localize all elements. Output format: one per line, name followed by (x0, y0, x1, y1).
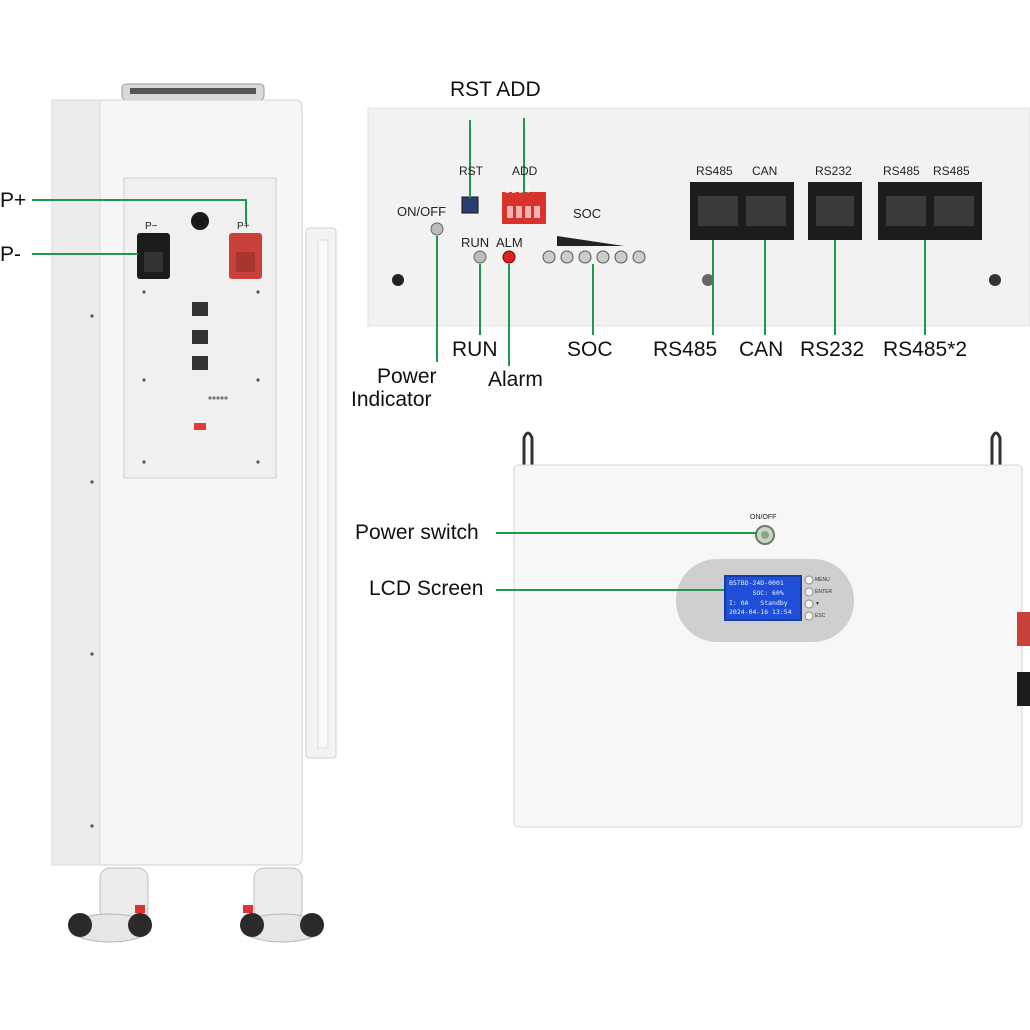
panel-label-port-can: CAN (752, 164, 778, 178)
callout-rs232: RS232 (800, 338, 865, 361)
lcd-buttons (804, 575, 814, 621)
lcd-line-1: BSTBD-24D-0001 (729, 579, 784, 587)
p-plus-terminal-core (236, 252, 255, 272)
front-label-p-plus: P+ (237, 221, 250, 232)
callout-p-minus: P- (0, 243, 21, 266)
panel-label-alm: ALM (496, 235, 523, 250)
lcd-button-enter-label: ENTER (815, 589, 832, 595)
wall-hook-left (522, 431, 534, 465)
callout-soc: SOC (567, 338, 613, 361)
soc-leds (542, 250, 646, 264)
lcd-line-4: 2024-04-16 13:54 (729, 608, 792, 617)
soc-wedge (557, 236, 624, 246)
wall-terminal-black (1017, 672, 1030, 706)
tower-soc-leds (208, 396, 228, 400)
alarm-led (502, 250, 516, 264)
callout-alarm: Alarm (488, 368, 543, 391)
callout-can: CAN (739, 338, 784, 361)
wall-battery (513, 431, 1030, 828)
callout-rs485x2: RS485*2 (883, 338, 968, 361)
tower-port-1 (192, 302, 208, 316)
callout-run: RUN (452, 338, 498, 361)
lcd-line-2: SOC: 60% (729, 588, 784, 597)
handle-grip (130, 88, 256, 94)
panel-screw-right (989, 274, 1001, 286)
port-rs485-double-block (878, 182, 982, 240)
line-p-plus (32, 199, 247, 224)
panel-label-port-rs485-a: RS485 (696, 164, 733, 178)
panel-label-run: RUN (461, 235, 490, 250)
callout-lcd-screen: LCD Screen (369, 577, 484, 600)
panel-label-port-rs485-c: RS485 (933, 164, 970, 178)
tower-screws (90, 290, 260, 828)
power-switch-center (761, 531, 769, 539)
port-rs232-block (808, 182, 862, 240)
dip-levers (507, 206, 540, 218)
front-label-p-minus: P− (145, 221, 158, 232)
tower-wheel-left (68, 867, 152, 943)
callout-power-indicator-line2: Indicator (351, 388, 432, 411)
panel-label-dip-numbers: 1 2 3 4 (505, 186, 530, 195)
panel-label-add: ADD (512, 164, 538, 178)
callout-power-switch: Power switch (355, 521, 479, 544)
interface-panel (367, 107, 1030, 327)
lcd-button-esc-label: ESC (815, 613, 826, 619)
callout-power-indicator-line1: Power (377, 365, 437, 388)
port-rs485-can-block (690, 182, 794, 240)
lcd-screen: BSTBD-24D-0001 SOC: 60% I: 0A Standby 20… (726, 577, 800, 619)
tower-wheel-right (240, 867, 324, 943)
wall-label-on-off: ON/OFF (750, 514, 777, 521)
panel-label-on-off: ON/OFF (397, 204, 447, 219)
wall-bracket-inner (317, 239, 329, 749)
panel-screw-mid (702, 274, 714, 286)
callout-rst-add: RST ADD (450, 78, 541, 101)
run-led (473, 250, 487, 264)
callout-p-plus: P+ (0, 189, 27, 212)
tower-port-2 (192, 330, 208, 344)
p-minus-terminal-core (144, 252, 163, 272)
power-indicator-led (430, 222, 444, 236)
lcd-line-3: I: 0A Standby (729, 598, 788, 607)
rst-button (461, 196, 479, 214)
tower-port-3 (192, 356, 208, 370)
lcd-button-menu-label: MENU (815, 577, 830, 583)
panel-label-rst: RST (459, 164, 483, 178)
wall-hook-right (990, 431, 1002, 465)
lcd-button-down-label: ▼ (815, 601, 820, 607)
panel-label-soc: SOC (573, 206, 602, 221)
wall-terminal-red (1017, 612, 1030, 646)
tower-breaker-knob (191, 212, 209, 230)
tower-dip (194, 423, 206, 430)
panel-screw-left (392, 274, 404, 286)
panel-label-port-rs485-b: RS485 (883, 164, 920, 178)
callout-rs485: RS485 (653, 338, 718, 361)
tower-battery (51, 83, 337, 943)
panel-label-port-rs232: RS232 (815, 164, 852, 178)
callout-lines (32, 118, 926, 591)
